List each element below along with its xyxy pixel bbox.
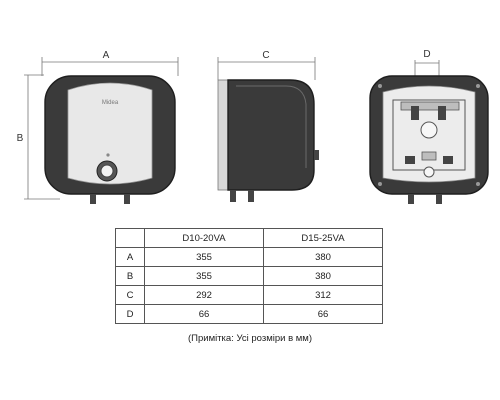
side-view: C: [217, 50, 319, 202]
table-cell: 380: [263, 266, 383, 286]
row-label: B: [115, 266, 145, 286]
rear-view: D: [369, 49, 489, 204]
table-header-row: D10-20VA D15-25VA: [115, 228, 383, 248]
table-header-cell: D15-25VA: [263, 228, 383, 248]
front-view: A B Midea: [17, 50, 179, 204]
table-row: B 355 380: [115, 266, 383, 286]
table-header-cell: D10-20VA: [144, 228, 264, 248]
dim-label-c: C: [262, 50, 269, 61]
table-cell: 312: [263, 285, 383, 305]
row-label: A: [115, 247, 145, 267]
dimensions-note: (Примітка: Усі розміри в мм): [187, 333, 312, 344]
row-label: C: [115, 285, 145, 305]
table-cell: 380: [263, 247, 383, 267]
table-header-cell: [115, 228, 145, 248]
brand-logo: Midea: [102, 100, 119, 106]
table-row: D 66 66: [115, 304, 383, 324]
dim-label-b: B: [17, 133, 24, 144]
table-row: C 292 312: [115, 285, 383, 305]
table-row: A 355 380: [115, 247, 383, 267]
dimensions-table: D10-20VA D15-25VA A 355 380 B 355 380 C …: [115, 228, 383, 324]
dim-label-d: D: [423, 49, 430, 60]
table-cell: 66: [263, 304, 383, 324]
table-cell: 66: [144, 304, 264, 324]
thermostat-knob-icon: [96, 160, 118, 182]
table-cell: 292: [144, 285, 264, 305]
dim-label-a: A: [103, 50, 110, 61]
row-label: D: [115, 304, 145, 324]
dimension-diagram: A B Midea C: [17, 49, 489, 204]
table-cell: 355: [144, 266, 264, 286]
table-cell: 355: [144, 247, 264, 267]
